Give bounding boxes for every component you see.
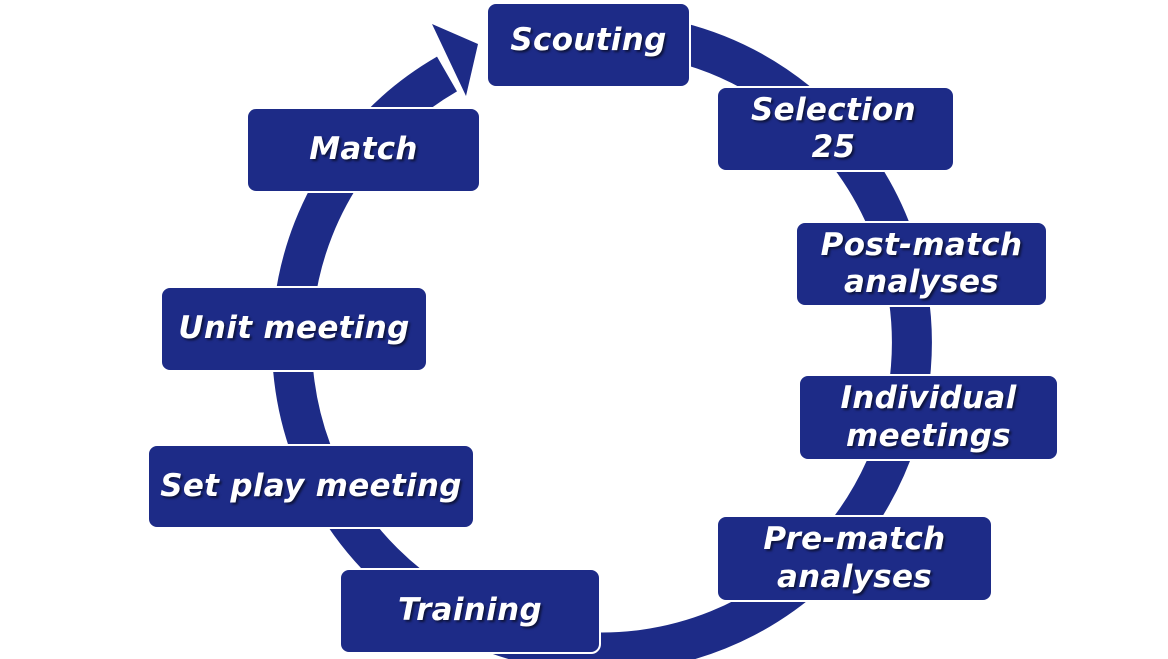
step-label-match: Match [309,131,418,168]
step-label-pre-match-analyses: Pre-match analyses [763,521,946,595]
step-training: Training [339,568,601,654]
step-label-unit-meeting: Unit meeting [178,310,410,347]
step-label-individual-meetings: Individual meetings [840,380,1017,454]
step-label-training: Training [398,592,542,629]
step-scouting: Scouting [486,2,691,88]
step-selection: Selection 25 [716,86,955,172]
step-post-match-analyses: Post-match analyses [795,221,1048,307]
step-unit-meeting: Unit meeting [160,286,428,372]
step-set-play-meeting: Set play meeting [147,444,475,529]
step-pre-match-analyses: Pre-match analyses [716,515,993,602]
step-label-selection: Selection 25 [751,91,916,165]
step-label-set-play-meeting: Set play meeting [160,467,462,504]
step-individual-meetings: Individual meetings [798,374,1059,461]
step-label-post-match-analyses: Post-match analyses [820,226,1023,300]
step-match: Match [246,107,481,193]
arrowhead-icon [432,24,478,96]
step-label-scouting: Scouting [510,22,667,59]
